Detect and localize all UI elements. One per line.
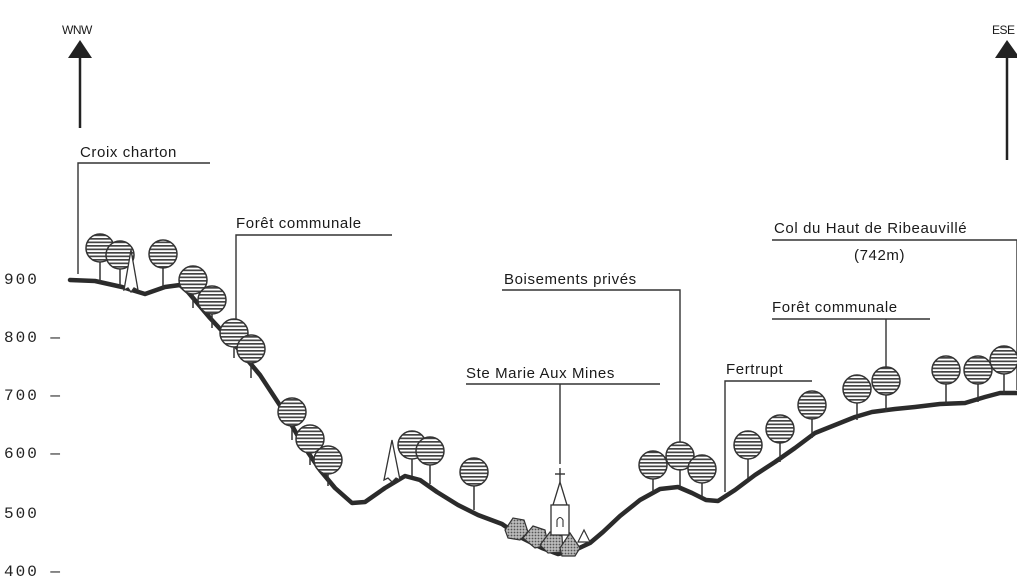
label-foret-communale-east: Forêt communale — [772, 299, 898, 316]
tree-icon — [765, 414, 795, 462]
conifer-icon — [123, 249, 139, 294]
label-fertrupt: Fertrupt — [726, 361, 784, 378]
label-croix-charton: Croix charton — [80, 144, 177, 161]
tree-icon — [687, 454, 717, 498]
tick-800: 800 — — [4, 329, 62, 347]
wnw-arrow: WNW — [62, 23, 93, 128]
ese-label: ESE — [992, 23, 1015, 37]
tick-900: 900 — [4, 271, 39, 289]
tree-icon — [236, 334, 266, 378]
tick-500: 500 — [4, 505, 39, 523]
tree-icon — [638, 450, 668, 492]
conifers — [123, 249, 401, 483]
label-ste-marie: Ste Marie Aux Mines — [466, 365, 615, 382]
label-boisements-prives: Boisements privés — [504, 271, 637, 288]
tree-icon — [989, 345, 1017, 394]
tree-icon — [963, 355, 993, 402]
tree-icon — [313, 445, 343, 486]
tree-icon — [931, 355, 961, 404]
label-col-title: Col du Haut de Ribeauvillé — [774, 220, 967, 237]
tree-icon — [277, 397, 307, 440]
altitude-axis: 900 800 — 700 — 600 — 500 400 — — [4, 271, 62, 581]
tree-icon — [733, 430, 763, 478]
tree-icon — [178, 265, 208, 308]
place-labels: Croix charton Forêt communale Boisements… — [80, 144, 967, 382]
leader-lines — [77, 162, 1017, 492]
tree-icon — [197, 285, 227, 328]
arrow-up-icon — [68, 40, 92, 58]
label-col-altitude: (742m) — [854, 247, 905, 264]
tree-icon — [415, 436, 445, 484]
tree-icon — [148, 239, 178, 288]
tree-icon — [459, 457, 489, 510]
town — [504, 468, 591, 557]
tree-icon — [295, 424, 325, 465]
ese-arrow: ESE — [992, 23, 1017, 160]
tree-icon — [842, 374, 872, 420]
label-foret-communale-west: Forêt communale — [236, 215, 362, 232]
arrow-up-icon — [995, 40, 1017, 58]
house-icon — [559, 531, 581, 557]
tree-icon — [797, 390, 827, 438]
tree-icon — [871, 366, 901, 412]
house-icon — [577, 528, 591, 543]
trees — [85, 233, 1017, 510]
tree-icon — [665, 441, 695, 487]
tick-600: 600 — — [4, 445, 62, 463]
tree-icon — [105, 240, 135, 288]
tick-400: 400 — — [4, 563, 62, 581]
wnw-label: WNW — [62, 23, 93, 37]
conifer-icon — [383, 439, 401, 483]
church-icon — [550, 468, 570, 536]
tick-700: 700 — — [4, 387, 62, 405]
